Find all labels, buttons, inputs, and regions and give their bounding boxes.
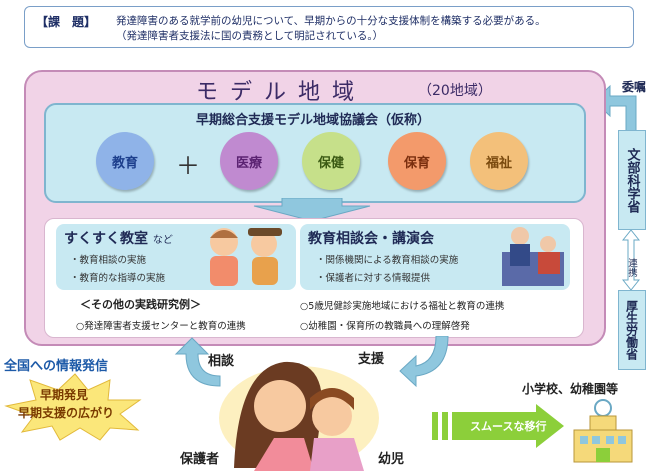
guardian-label: 保護者 xyxy=(180,452,220,467)
renkei-arrow-icon xyxy=(622,230,640,290)
burst-star-icon xyxy=(4,373,142,441)
model-count: （20地域） xyxy=(418,83,492,99)
other-example-2: ○5歳児健診実施地域における福祉と教育の連携 xyxy=(300,301,505,312)
itaku-label: 委嘱 xyxy=(622,80,647,94)
other-examples-heading: ＜その他の実践研究例＞ xyxy=(80,298,201,311)
children-illustration xyxy=(210,228,282,286)
counseling-illustration xyxy=(502,227,564,286)
nation-info-label: 全国への情報発信 xyxy=(4,359,109,374)
school-building-icon xyxy=(573,399,633,463)
model-title: モデル地域 xyxy=(196,80,367,105)
issue-line-2: （発達障害者支援法に国の責務として明記されている。） xyxy=(116,30,384,42)
shien-label: 支援 xyxy=(358,352,385,367)
issue-tag: 【課 題】 xyxy=(36,15,97,29)
issue-line-1: 発達障害のある就学前の幼児について、早期からの十分な支援体制を構築する必要がある… xyxy=(116,15,546,27)
mext-box: 文部科学省 xyxy=(618,130,646,230)
sukusuku-item-2: ・教育的な指導の実施 xyxy=(70,273,166,284)
shien-arrow-icon xyxy=(399,336,449,388)
mhlw-box: 厚生労働省 xyxy=(618,290,646,370)
kyoiku-soudankai-item-2: ・保護者に対する情報提供 xyxy=(316,273,431,284)
kyoiku-soudankai-item-1: ・関係機関による教育相談の実施 xyxy=(316,255,459,266)
field-education: 教育 xyxy=(96,132,154,190)
field-welfare: 福祉 xyxy=(470,132,528,190)
renkei-label: 連携 xyxy=(626,257,637,277)
smooth-transition-label: スムースな移行 xyxy=(470,420,547,433)
early-support-text: 早期支援の広がり xyxy=(18,406,115,420)
child-label: 幼児 xyxy=(378,452,405,467)
issue-box xyxy=(24,6,634,48)
kyoiku-soudankai-title: 教育相談会・講演会 xyxy=(308,231,434,247)
soudan-arrow-icon xyxy=(174,337,221,387)
field-medical: 医療 xyxy=(220,132,278,190)
early-detection-text: 早期発見 xyxy=(40,388,89,402)
other-example-3: ○幼稚園・保育所の教職員への理解啓発 xyxy=(300,321,470,332)
sukusuku-title: すくすく教室 など xyxy=(64,231,173,247)
school-label: 小学校、幼稚園等 xyxy=(522,382,619,396)
field-health: 保健 xyxy=(302,132,360,190)
field-childcare: 保育 xyxy=(388,132,446,190)
soudan-label: 相談 xyxy=(208,354,235,369)
sukusuku-item-1: ・教育相談の実施 xyxy=(70,255,147,266)
smooth-transition-arrow-icon xyxy=(432,404,564,448)
other-example-1: ○発達障害者支援センターと教育の連携 xyxy=(76,321,246,332)
council-title: 早期総合支援モデル地域協議会（仮称） xyxy=(195,113,430,128)
down-arrow-icon xyxy=(253,198,371,222)
plus-sign: ＋ xyxy=(176,152,200,180)
parent-child-illustration xyxy=(219,361,379,471)
